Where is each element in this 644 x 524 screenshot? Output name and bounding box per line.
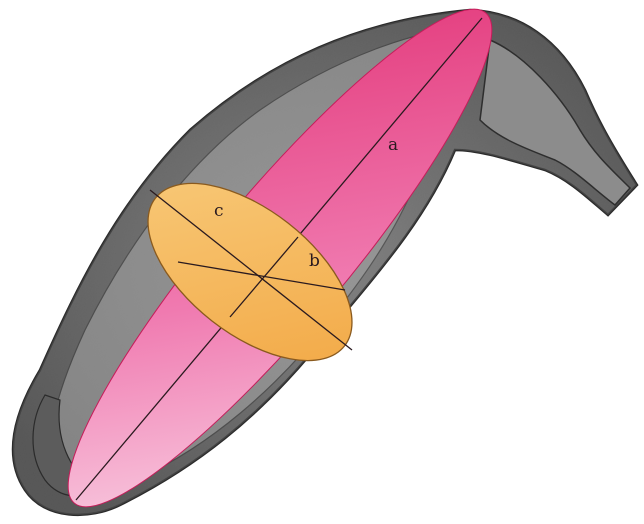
label-c: c [214, 201, 224, 221]
label-b: b [309, 251, 320, 271]
label-a: a [388, 135, 398, 155]
